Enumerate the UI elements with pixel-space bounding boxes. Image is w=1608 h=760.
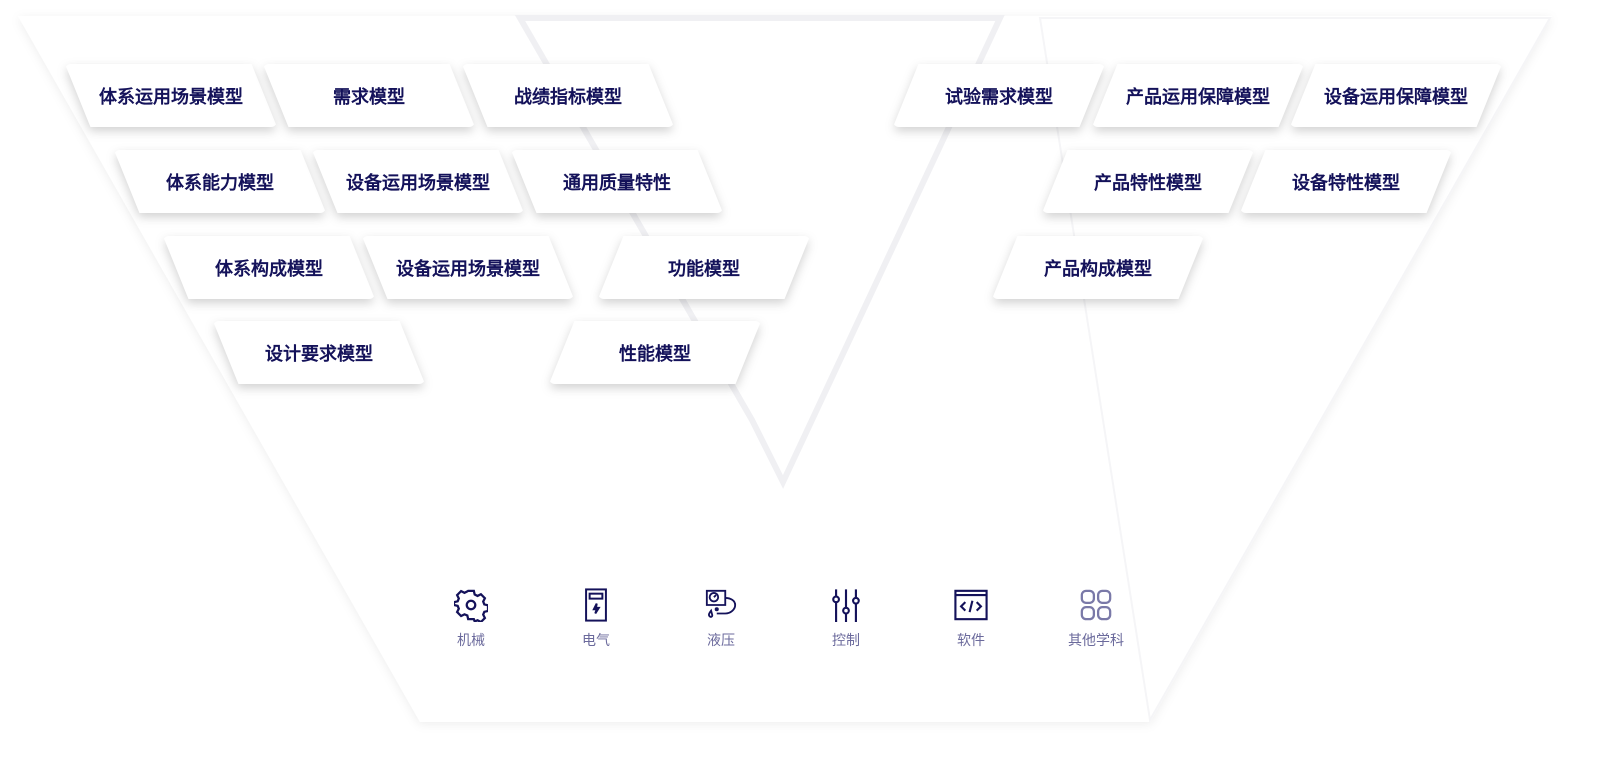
model-tile[interactable]: 体系能力模型 — [114, 150, 326, 213]
code-window-icon — [954, 589, 988, 621]
hydraulic-icon — [705, 589, 737, 618]
model-tile[interactable]: 战绩指标模型 — [462, 64, 674, 127]
model-tile[interactable]: 性能模型 — [549, 321, 761, 384]
discipline-control[interactable]: 控制 — [801, 588, 891, 650]
model-tile[interactable]: 设备运用场景模型 — [312, 150, 524, 213]
model-tile[interactable]: 通用质量特性 — [511, 150, 723, 213]
sliders-icon — [832, 589, 860, 622]
discipline-other[interactable]: 其他学科 — [1051, 588, 1141, 650]
model-tile[interactable]: 试验需求模型 — [893, 64, 1105, 127]
model-tile[interactable]: 产品构成模型 — [992, 236, 1204, 299]
model-tile[interactable]: 设备特性模型 — [1240, 150, 1452, 213]
model-tile[interactable]: 设备运用保障模型 — [1290, 64, 1502, 127]
model-tile[interactable]: 需求模型 — [263, 64, 475, 127]
discipline-software[interactable]: 软件 — [926, 588, 1016, 650]
electric-panel-icon — [585, 588, 607, 622]
model-tile[interactable]: 体系运用场景模型 — [65, 64, 277, 127]
grid-icon — [1080, 589, 1112, 621]
model-tile[interactable]: 设计要求模型 — [213, 321, 425, 384]
discipline-mechanical[interactable]: 机械 — [426, 588, 516, 650]
model-tile[interactable]: 功能模型 — [598, 236, 810, 299]
model-tile[interactable]: 产品特性模型 — [1042, 150, 1254, 213]
discipline-hydraulic[interactable]: 液压 — [676, 588, 766, 650]
model-tile[interactable]: 产品运用保障模型 — [1092, 64, 1304, 127]
gear-icon — [454, 589, 488, 622]
discipline-electrical[interactable]: 电气 — [551, 588, 641, 650]
model-tile[interactable]: 体系构成模型 — [163, 236, 375, 299]
model-tile[interactable]: 设备运用场景模型 — [362, 236, 574, 299]
